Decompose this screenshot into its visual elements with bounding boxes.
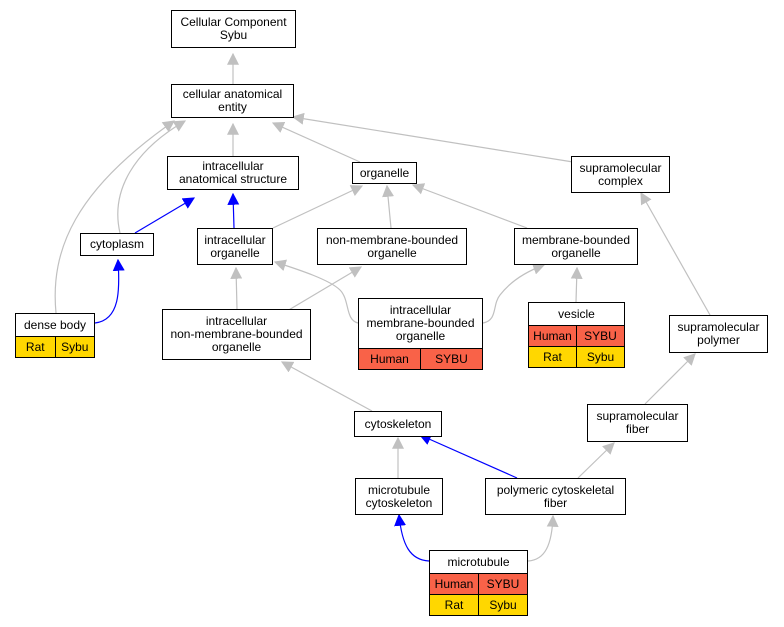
annotation-row: Human SYBU <box>359 349 482 369</box>
node-label-line: membrane-bounded <box>521 232 631 247</box>
node-supramolecular-fiber[interactable]: supramolecular fiber <box>587 404 688 442</box>
node-label-line: cytoskeleton <box>364 416 432 431</box>
edge-supramolecular-complex-to-cellular-anatomical-entity <box>291 112 574 163</box>
annotation-species-cell: Rat <box>16 337 55 357</box>
edge-polymeric-cytoskeletal-fiber-to-cytoskeleton[interactable] <box>418 433 518 479</box>
node-intracellular-membrane-bounded-organelle[interactable]: intracellular membrane-bounded organelle… <box>358 298 483 370</box>
annotation-species-cell: Human <box>430 574 478 594</box>
node-label-line: microtubule <box>367 482 431 497</box>
node-label-line: intracellular <box>204 232 266 247</box>
annotation-gene-cell: Sybu <box>478 595 527 615</box>
node-label-line: microtubule <box>447 554 510 569</box>
node-organelle[interactable]: organelle <box>352 162 417 184</box>
node-label-line: dense body <box>23 317 87 332</box>
edge-intracellular-membrane-bounded-organelle-to-membrane-bounded-organelle <box>482 263 546 324</box>
node-label-line: supramolecular <box>596 409 679 423</box>
node-label: microtubule <box>430 551 527 574</box>
node-label-line: intracellular <box>202 159 264 173</box>
annotation-gene-cell: SYBU <box>576 326 624 346</box>
node-label-line: membrane-bounded <box>366 316 475 330</box>
edge-organelle-to-cellular-anatomical-entity <box>271 121 361 163</box>
annotation-gene-cell: SYBU <box>478 574 527 594</box>
edge-membrane-bounded-organelle-to-organelle <box>411 183 528 229</box>
node-label-line: Sybu <box>219 28 248 42</box>
node-label-line: non-membrane-bounded <box>325 232 459 247</box>
annotation-row: Human SYBU <box>529 326 624 347</box>
edge-vesicle-to-membrane-bounded-organelle <box>570 266 583 303</box>
annotation-row: Rat Sybu <box>529 347 624 367</box>
edge-intracellular-membrane-bounded-organelle-to-intracellular-organelle <box>273 259 359 324</box>
node-label: dense body <box>16 314 94 337</box>
edge-cytoplasm-to-intracellular-anatomical-structure[interactable] <box>134 197 196 234</box>
node-intracellular-non-membrane-bounded-organelle[interactable]: intracellular non-membrane-bounded organ… <box>162 309 311 360</box>
annotation-gene-cell: Sybu <box>576 347 624 367</box>
edge-cytoskeleton-to-intracellular-non-membrane-bounded-organelle <box>280 361 373 412</box>
edge-microtubule-to-polymeric-cytoskeletal-fiber <box>527 514 559 562</box>
node-label-line: polymer <box>697 333 740 347</box>
node-cytoskeleton[interactable]: cytoskeleton <box>354 411 442 437</box>
annotation-row: Rat Sybu <box>16 337 94 357</box>
edge-non-membrane-bounded-organelle-to-organelle <box>382 184 394 229</box>
node-microtubule[interactable]: microtubule Human SYBU Rat Sybu <box>429 550 528 616</box>
node-intracellular-organelle[interactable]: intracellular organelle <box>197 228 273 265</box>
edge-polymeric-cytoskeletal-fiber-to-supramolecular-fiber <box>577 442 615 479</box>
node-label-line: anatomical structure <box>178 172 288 186</box>
node-cytoplasm[interactable]: cytoplasm <box>80 233 154 256</box>
node-label-line: organelle <box>367 245 417 260</box>
node-label-line: Cellular Component <box>180 15 287 29</box>
annotation-species-cell: Human <box>359 349 420 369</box>
node-label-line: organelle <box>210 245 260 260</box>
node-label-line: cellular anatomical <box>182 87 283 101</box>
edge-intracellular-organelle-to-organelle <box>272 185 364 229</box>
node-supramolecular-polymer[interactable]: supramolecular polymer <box>669 315 768 353</box>
node-label-line: supramolecular <box>579 160 662 175</box>
node-microtubule-cytoskeleton[interactable]: microtubule cytoskeleton <box>355 478 443 515</box>
node-label-line: supramolecular <box>677 320 760 334</box>
node-label-line: complex <box>598 173 643 188</box>
node-label-line: organelle <box>551 245 601 260</box>
node-label-line: entity <box>218 100 247 114</box>
node-label-line: vesicle <box>558 306 595 321</box>
node-cellular-anatomical-entity[interactable]: cellular anatomical entity <box>171 84 294 118</box>
annotation-row: Human SYBU <box>430 574 527 595</box>
annotation-gene-cell: SYBU <box>420 349 482 369</box>
edge-supramolecular-polymer-to-supramolecular-complex <box>640 191 711 316</box>
edge-intracellular-organelle-to-intracellular-anatomical-structure[interactable] <box>227 192 240 229</box>
annotation-species-cell: Rat <box>430 595 478 615</box>
annotation-species-cell: Human <box>529 326 576 346</box>
node-label-line: organelle <box>359 165 410 180</box>
annotation-gene-cell: Sybu <box>54 337 94 357</box>
edge-intracellular-non-membrane-bounded-organelle-to-intracellular-organelle <box>230 266 243 310</box>
node-vesicle[interactable]: vesicle Human SYBU Rat Sybu <box>528 302 625 368</box>
node-label-line: fiber <box>543 495 568 510</box>
node-label-line: intracellular <box>389 303 452 317</box>
node-label-line: fiber <box>625 422 650 436</box>
edge-intracellular-non-membrane-bounded-organelle-to-non-membrane-bounded-organelle <box>281 266 363 315</box>
edge-dense-body-to-cellular-anatomical-entity <box>54 120 175 314</box>
node-dense-body[interactable]: dense body Rat Sybu <box>15 313 95 358</box>
node-label-line: organelle <box>395 329 446 343</box>
node-label: intracellular membrane-bounded organelle <box>359 299 482 349</box>
annotation-species-cell: Rat <box>529 347 576 367</box>
node-non-membrane-bounded-organelle[interactable]: non-membrane-bounded organelle <box>317 228 467 265</box>
node-label-line: organelle <box>211 340 262 354</box>
node-intracellular-anatomical-structure[interactable]: intracellular anatomical structure <box>167 156 299 190</box>
edge-dense-body-to-cytoplasm[interactable] <box>94 258 125 324</box>
node-label: vesicle <box>529 303 624 326</box>
node-supramolecular-complex[interactable]: supramolecular complex <box>571 156 670 193</box>
node-label-line: non-membrane-bounded <box>170 327 303 341</box>
edge-microtubule-to-microtubule-cytoskeleton[interactable] <box>394 513 430 562</box>
node-membrane-bounded-organelle[interactable]: membrane-bounded organelle <box>514 228 638 265</box>
node-label-line: cytoplasm <box>89 237 145 251</box>
node-label-line: intracellular <box>205 314 268 328</box>
node-polymeric-cytoskeletal-fiber[interactable]: polymeric cytoskeletal fiber <box>485 478 626 515</box>
annotation-row: Rat Sybu <box>430 595 527 615</box>
node-cellular-component[interactable]: Cellular Component Sybu <box>171 10 296 48</box>
node-label-line: cytoskeleton <box>365 495 433 510</box>
node-label-line: polymeric cytoskeletal <box>496 482 615 497</box>
edge-supramolecular-fiber-to-supramolecular-polymer <box>644 353 696 405</box>
